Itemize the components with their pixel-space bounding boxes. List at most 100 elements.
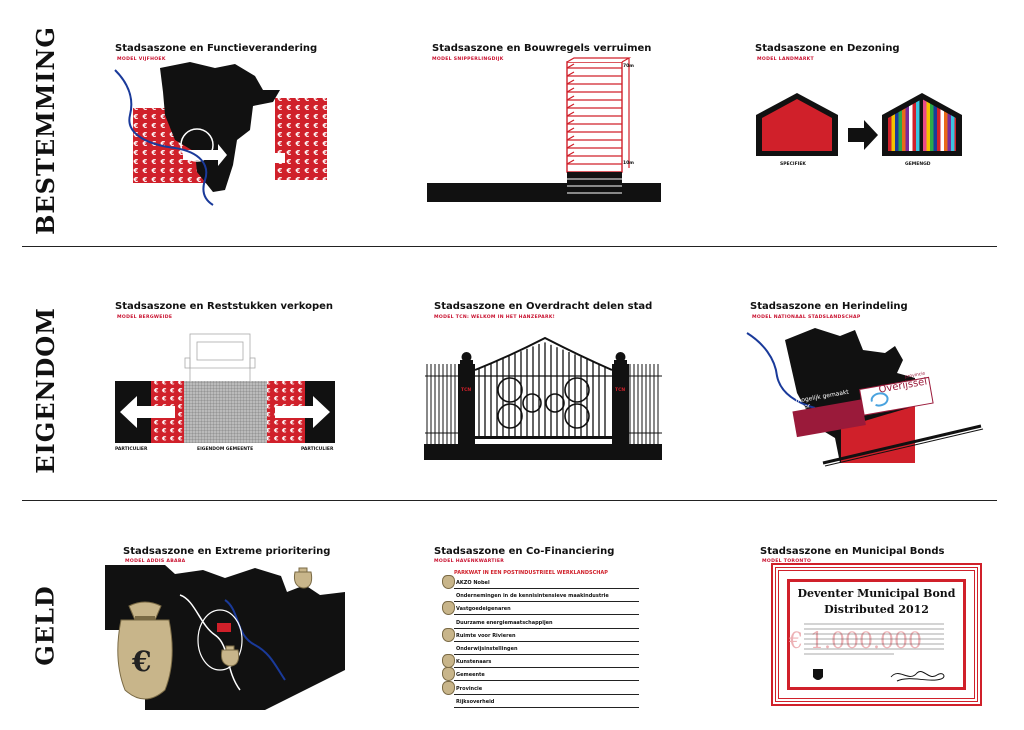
bag-euro-symbol: € (132, 645, 152, 678)
pillar-label-left: TCN (461, 388, 472, 393)
row-divider-2 (22, 500, 997, 501)
river (224, 599, 286, 681)
list-divider (454, 654, 639, 655)
gate-arch (474, 336, 613, 371)
panel-bouwregels: Stadsaszone en Bouwregels verruimen MODE… (422, 40, 662, 220)
diagram-truck-road: € (115, 333, 335, 443)
list-item: Gemeente (456, 672, 485, 679)
panel-overdracht: Stadsaszone en Overdracht delen stad MOD… (422, 298, 667, 478)
panel-dezoning: Stadsaszone en Dezoning MODEL LANDMARKT … (750, 40, 990, 220)
diagram-city-map: € (114, 62, 327, 206)
panel-title: Stadsaszone en Municipal Bonds (760, 546, 945, 557)
list-item: Ondernemingen in de kennisintensieve maa… (456, 593, 609, 600)
truck-outline (184, 333, 256, 383)
panel-subtitle: MODEL ADDIS ABABA (125, 559, 186, 564)
bond-fineprint (804, 623, 944, 655)
list-divider (454, 588, 639, 589)
money-bag-icon (442, 654, 455, 669)
row-label-eigendom: EIGENDOM (30, 306, 60, 474)
list-item: Provincie (456, 685, 483, 692)
list-item: Kunstenaars (456, 659, 492, 666)
label-particulier-right: PARTICULIER (301, 447, 334, 452)
panel-title: Stadsaszone en Bouwregels verruimen (432, 43, 652, 54)
panel-subtitle: MODEL TORONTO (762, 559, 812, 564)
panel-subtitle: MODEL SNIPPERLINGDIJK (432, 57, 504, 62)
ground (427, 183, 661, 202)
label-gemengd: GEMENGD (905, 162, 931, 167)
list-header: PARKWAT IN EEN POSTINDUSTRIEEL WERKLANDS… (454, 570, 608, 576)
arrow-right (255, 153, 285, 163)
panel-title: Stadsaszone en Herindeling (750, 301, 908, 312)
diagram-city-map (746, 328, 984, 467)
money-bag-icon (442, 627, 455, 642)
panel-herindeling: Stadsaszone en Herindeling MODEL NATIONA… (745, 298, 990, 478)
list-divider (454, 640, 639, 642)
list-divider (454, 614, 639, 616)
panel-subtitle: MODEL TCN: WELKOM IN HET HANZEPARK! (434, 315, 556, 320)
river (114, 69, 214, 206)
list-item: AKZO Nobel (456, 580, 490, 586)
seal-icon (813, 669, 823, 680)
panel-title: Stadsaszone en Reststukken verkopen (115, 301, 334, 312)
list-divider (454, 680, 639, 682)
bond-title: Deventer Municipal Bond (797, 587, 956, 600)
arrow (848, 120, 878, 150)
bond-certificate: Deventer Municipal Bond Distributed 2012… (771, 563, 982, 706)
small-bag-icon-1 (293, 567, 313, 589)
list-item: Onderwijsinstellingen (456, 646, 518, 652)
right-euro-zone (275, 98, 327, 180)
money-bag-icon (442, 667, 455, 682)
list-item: Vastgoedeigenaren (456, 606, 511, 613)
label-specifiek: SPECIFIEK (780, 162, 806, 167)
row-divider-1 (22, 246, 997, 247)
arrow-left (183, 150, 218, 160)
signature-icon (890, 671, 945, 682)
panel-subtitle: MODEL VIJFHOEK (117, 57, 166, 62)
money-bag-icon (442, 575, 455, 589)
list-item: Rijksoverheid (456, 698, 495, 705)
list-item: Ruimte voor Rivieren (456, 632, 516, 639)
panel-title: Stadsaszone en Dezoning (755, 43, 900, 54)
river (746, 332, 816, 409)
height-label-bottom: 10m (623, 161, 634, 166)
label-eigendom-gemeente: EIGENDOM GEMEENTE (197, 447, 254, 452)
sign-board (792, 376, 934, 438)
panel-functieverandering: Stadsaszone en Functieverandering MODEL … (105, 40, 335, 220)
panel-title: Stadsaszone en Extreme prioritering (123, 546, 331, 557)
panel-extreme-prioritering: Stadsaszone en Extreme prioritering MODE… (105, 540, 346, 711)
diagram-houses (756, 93, 962, 156)
money-bag-icon (442, 680, 455, 695)
bond-inner (787, 579, 966, 690)
panel-reststukken: Stadsaszone en Reststukken verkopen MODE… (105, 298, 345, 478)
row-label-geld: GELD (30, 584, 60, 666)
panel-subtitle: MODEL NATIONAAL STADSLANDSCHAP (752, 315, 861, 320)
white-cutout (105, 540, 345, 595)
small-bag-icon-2 (220, 645, 240, 667)
panel-co-financiering: Stadsaszone en Co-Financiering MODEL HAV… (422, 540, 662, 710)
panel-title: Stadsaszone en Co-Financiering (434, 546, 615, 557)
diagram-tower (427, 57, 661, 202)
list-divider (454, 627, 639, 629)
city-mass (160, 62, 280, 192)
pillar-left (458, 364, 475, 446)
money-bag-icon (442, 601, 455, 616)
panel-subtitle: MODEL LANDMARKT (757, 57, 814, 62)
list-divider (454, 667, 639, 669)
list-divider (454, 601, 639, 603)
red-marker (217, 623, 231, 632)
arrow-right (275, 396, 330, 428)
label-particulier-left: PARTICULIER (115, 447, 148, 452)
bond-subtitle: Distributed 2012 (824, 603, 929, 616)
municipal-road (184, 381, 267, 443)
arrow-left (120, 396, 175, 428)
panel-municipal-bonds: Stadsaszone en Municipal Bonds MODEL TOR… (755, 540, 990, 710)
panel-subtitle: MODEL HAVENKWARTIER (434, 559, 505, 564)
diagram-gate (424, 336, 662, 460)
ground (424, 444, 662, 460)
list-divider (454, 693, 639, 695)
panel-subtitle: MODEL BERGWEIDE (117, 315, 173, 320)
panel-title: Stadsaszone en Functieverandering (115, 43, 318, 54)
row-label-bestemming: BESTEMMING (30, 25, 60, 235)
diagram-city-money (105, 540, 346, 711)
